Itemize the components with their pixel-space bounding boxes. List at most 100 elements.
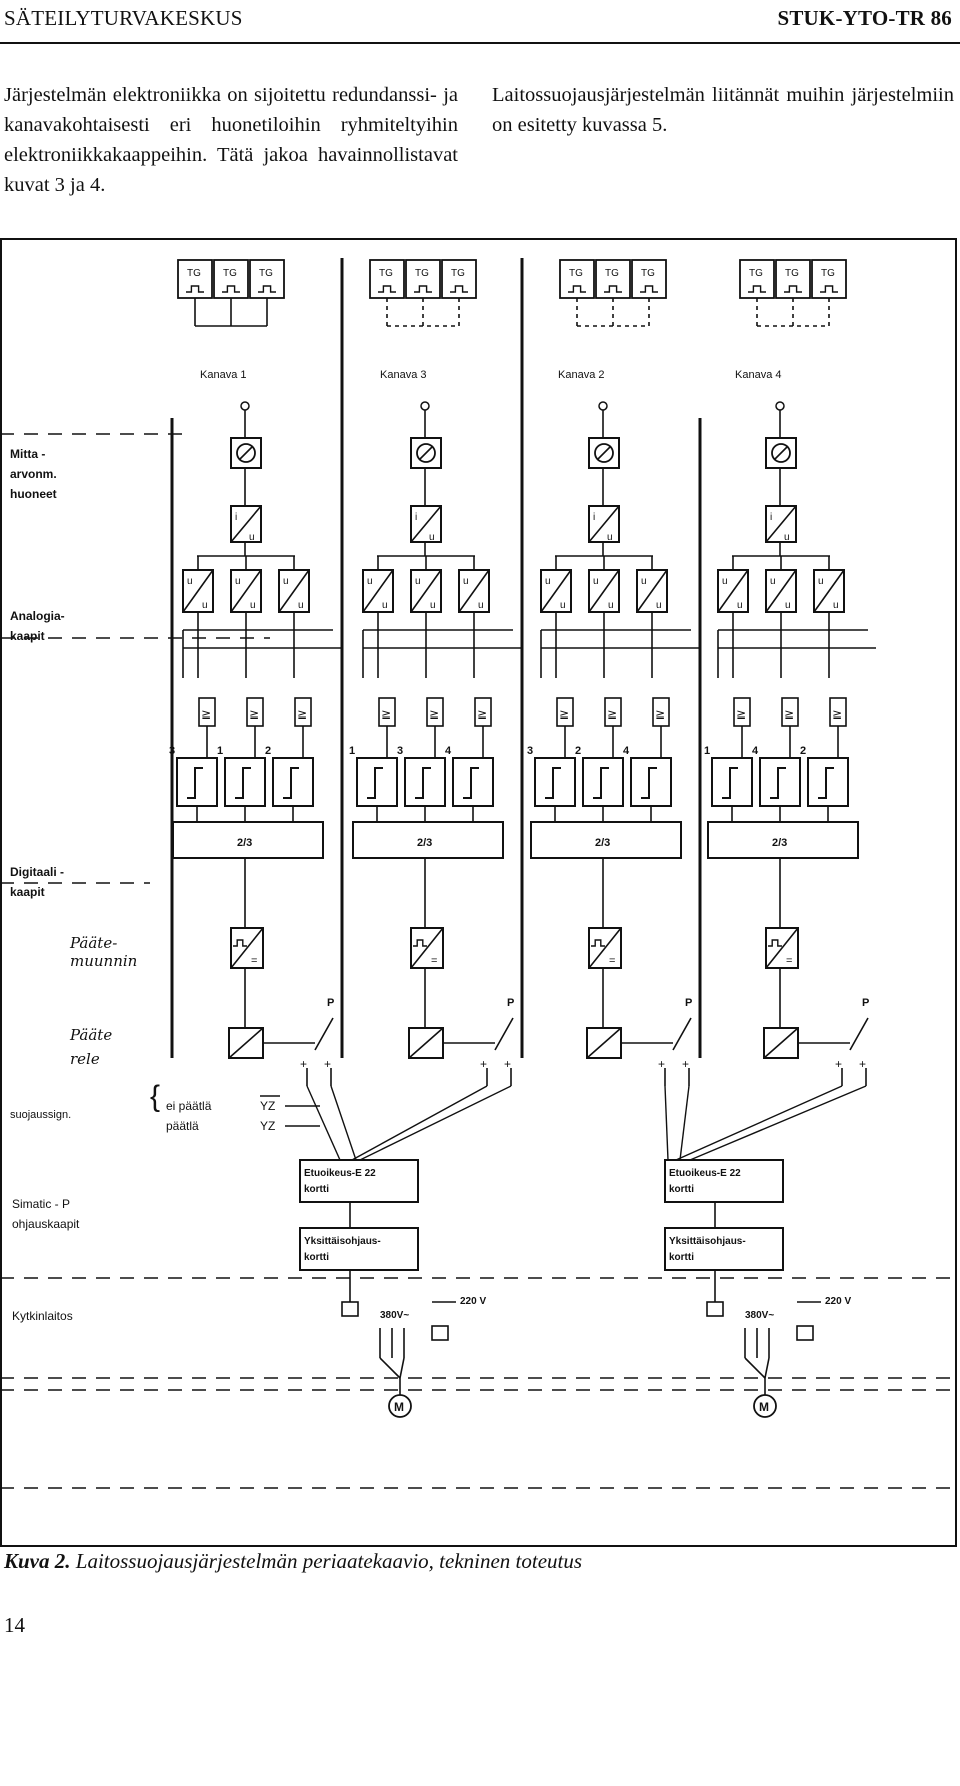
side-label-paaterele: rele [70, 1050, 100, 1068]
filter-icon [236, 443, 256, 463]
converter-slash [588, 505, 620, 543]
converter-slash [717, 569, 749, 613]
yksittais-card-label: Yksittäisohjaus- [304, 1236, 381, 1247]
converter-symbol: u [607, 532, 613, 543]
converter-symbol: u [770, 576, 776, 587]
converter-symbol: = [786, 955, 792, 967]
comparator-box [452, 757, 494, 807]
limit-icon: ≧ [655, 707, 665, 721]
tg-label: TG [785, 268, 799, 279]
converter-slash [362, 569, 394, 613]
tg-box [811, 259, 847, 299]
tg-pulse-icon [568, 285, 586, 293]
etuoikeus-card-label: kortti [304, 1184, 329, 1195]
side-label-paatla: päätlä [166, 1119, 199, 1133]
sensor-icon [420, 401, 430, 411]
comparator-number: 3 [397, 745, 403, 757]
tg-label: TG [641, 268, 655, 279]
converter-symbol: u [202, 600, 208, 611]
end-converter-pulse-icon [768, 939, 782, 947]
filter-icon [771, 443, 791, 463]
converter-slash [278, 569, 310, 613]
tg-box [249, 259, 285, 299]
converter-symbol: u [187, 576, 193, 587]
comparator-number: 4 [623, 745, 630, 757]
converter-symbol: u [429, 532, 435, 543]
motor-label: M [759, 1400, 769, 1414]
side-label-simatic: ohjauskaapit [12, 1217, 80, 1231]
terminal-icon: + [658, 1057, 665, 1071]
voter-box [352, 821, 504, 859]
hysteresis-icon [367, 767, 383, 799]
hysteresis-icon [283, 767, 299, 799]
motor-icon [388, 1394, 412, 1418]
comparator-number: 1 [349, 745, 355, 757]
converter-symbol: u [593, 576, 599, 587]
side-label-yz: YZ [260, 1119, 275, 1133]
converter-slash [813, 569, 845, 613]
motor-label: M [394, 1400, 404, 1414]
signal-line [306, 1085, 341, 1161]
converter-slash [410, 569, 442, 613]
limit-icon: ≧ [429, 707, 439, 721]
side-label-analogia: kaapit [10, 629, 45, 643]
tg-label: TG [451, 268, 465, 279]
tg-label: TG [749, 268, 763, 279]
tg-pulse-icon [450, 285, 468, 293]
filter-slash [238, 445, 254, 461]
converter-symbol: u [463, 576, 469, 587]
comparator-box [711, 757, 753, 807]
tg-pulse-icon [640, 285, 658, 293]
converter-slash [458, 569, 490, 613]
converter-symbol: i [415, 512, 417, 523]
etuoikeus-card [299, 1159, 419, 1203]
voter-box [530, 821, 682, 859]
yksittais-card-label: kortti [304, 1252, 329, 1263]
comparator-box [176, 757, 218, 807]
figure-frame [0, 238, 957, 1547]
relay-slash [586, 1027, 622, 1059]
channel-label: Kanava 2 [558, 369, 604, 381]
tg-box [559, 259, 595, 299]
tg-label: TG [223, 268, 237, 279]
voter-box [172, 821, 324, 859]
comparator-box [404, 757, 446, 807]
voter-label: 2/3 [595, 837, 610, 849]
terminal-icon: + [682, 1057, 689, 1071]
channel-label: Kanava 1 [200, 369, 246, 381]
converter-symbol: u [641, 576, 647, 587]
filter-slash [418, 445, 434, 461]
comparator-number: 2 [575, 745, 581, 757]
tg-box [631, 259, 667, 299]
signal-line [664, 1085, 669, 1161]
converter-symbol: u [478, 600, 484, 611]
relay-slash [408, 1027, 444, 1059]
side-label-yz-bar: YZ [260, 1099, 275, 1113]
voter-label: 2/3 [772, 837, 787, 849]
converter-slash [182, 569, 214, 613]
comparator-number: 2 [265, 745, 271, 757]
converter-symbol: u [784, 532, 790, 543]
signal-line [359, 1085, 512, 1161]
converter-symbol: u [560, 600, 566, 611]
side-label-mittaus: arvonm. [10, 467, 57, 481]
converter-symbol: = [251, 955, 257, 967]
converter-symbol: u [833, 600, 839, 611]
caption-text: Laitossuojausjärjestelmän periaatekaavio… [75, 1549, 583, 1573]
sensor-icon [775, 401, 785, 411]
caption-number: Kuva 2. [4, 1549, 71, 1573]
channel-label: Kanava 3 [380, 369, 426, 381]
converter-symbol: u [249, 532, 255, 543]
sensor-icon [240, 401, 250, 411]
comparator-box [630, 757, 672, 807]
comparator-box [807, 757, 849, 807]
tg-box [595, 259, 631, 299]
aux-coil [431, 1325, 449, 1341]
tg-pulse-icon [378, 285, 396, 293]
hysteresis-icon [463, 767, 479, 799]
hysteresis-icon [415, 767, 431, 799]
converter-symbol: u [656, 600, 662, 611]
